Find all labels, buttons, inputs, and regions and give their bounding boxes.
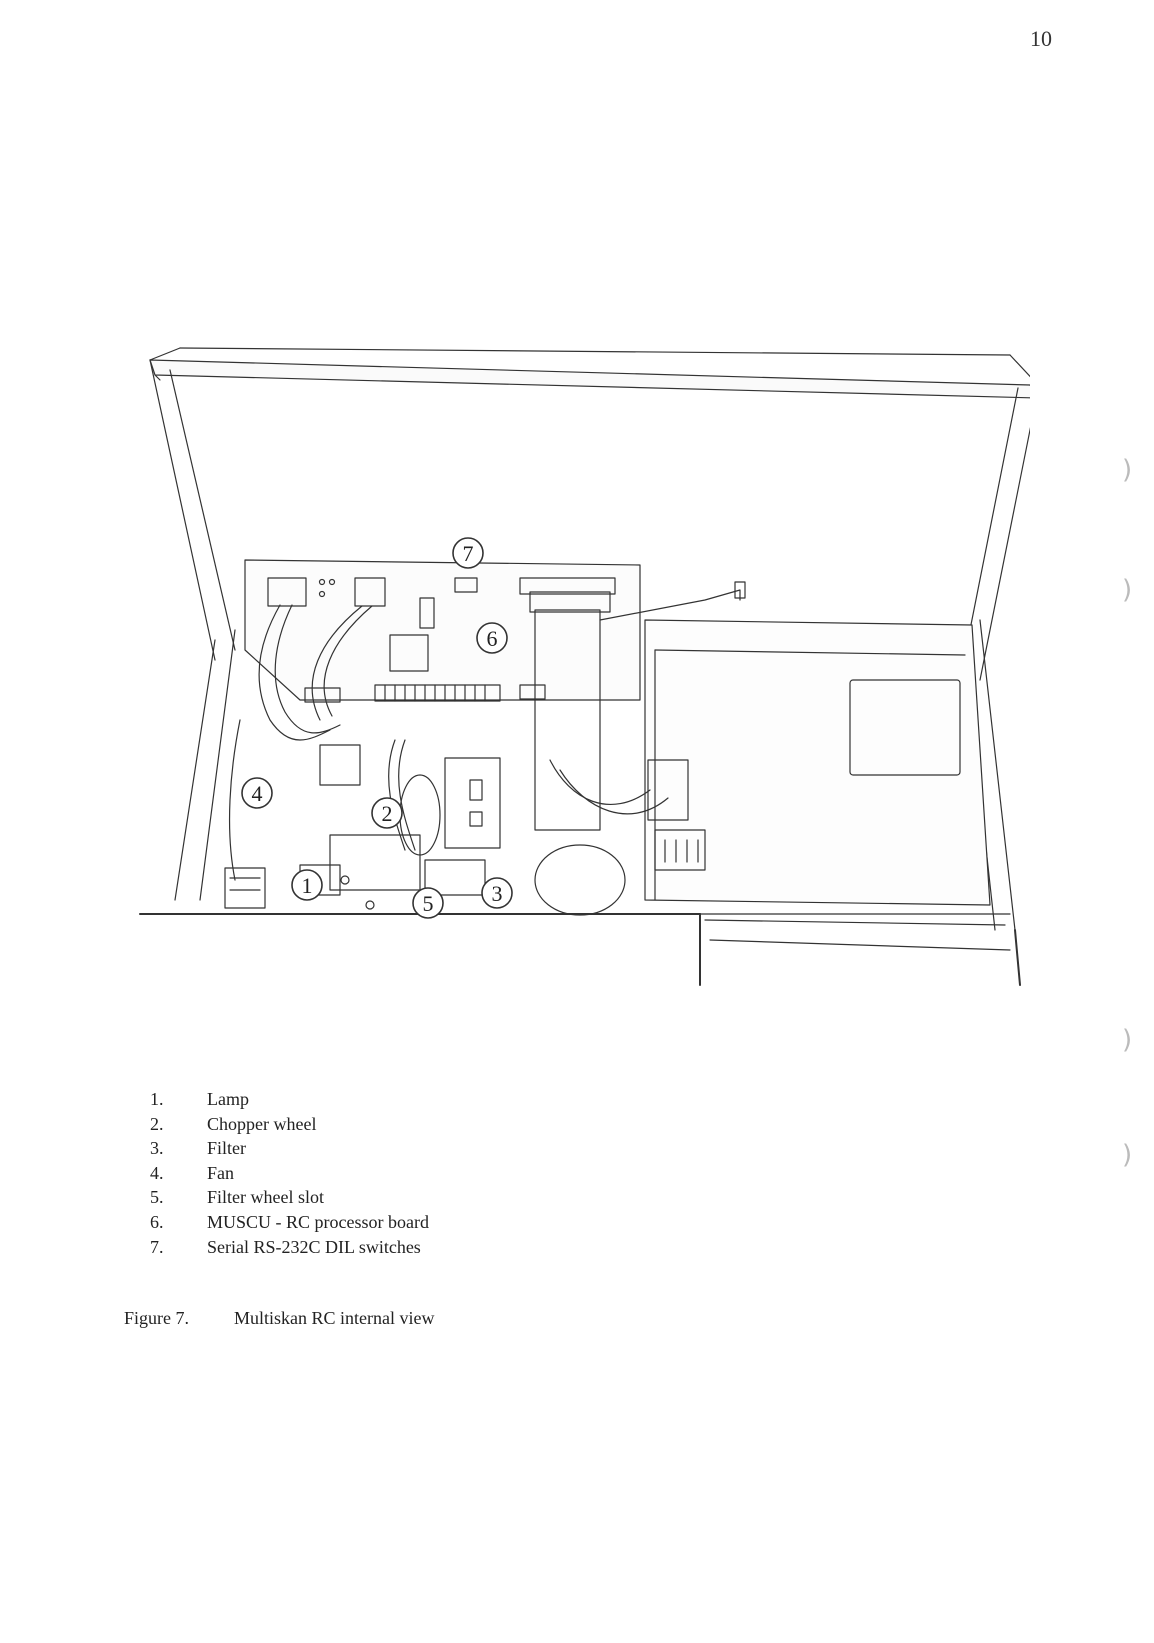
callout-4-label: 4 bbox=[252, 781, 263, 806]
callout-6: 6 bbox=[477, 623, 507, 653]
callout-6-label: 6 bbox=[487, 626, 498, 651]
power-supply-compartment bbox=[645, 620, 990, 905]
legend-item: 5. Filter wheel slot bbox=[150, 1185, 429, 1210]
internal-view-drawing: 1 2 3 4 5 6 7 bbox=[130, 330, 1030, 1020]
legend-item: 4. Fan bbox=[150, 1161, 429, 1186]
callout-7: 7 bbox=[453, 538, 483, 568]
legend-number: 5. bbox=[150, 1185, 207, 1210]
internal-view-figure: 1 2 3 4 5 6 7 bbox=[130, 330, 1030, 1020]
callout-3-label: 3 bbox=[492, 881, 503, 906]
legend-label: Filter wheel slot bbox=[207, 1185, 324, 1210]
processor-board bbox=[245, 560, 640, 830]
legend-item: 7. Serial RS-232C DIL switches bbox=[150, 1235, 429, 1260]
legend-number: 4. bbox=[150, 1161, 207, 1186]
page-number: 10 bbox=[1030, 26, 1052, 52]
legend-label: Chopper wheel bbox=[207, 1112, 316, 1137]
legend-label: Serial RS-232C DIL switches bbox=[207, 1235, 421, 1260]
legend-number: 2. bbox=[150, 1112, 207, 1137]
callout-2-label: 2 bbox=[382, 801, 393, 826]
callout-1-label: 1 bbox=[302, 873, 313, 898]
caption-text: Multiskan RC internal view bbox=[234, 1308, 434, 1329]
margin-binding-mark: ) bbox=[1122, 455, 1132, 485]
callout-4: 4 bbox=[242, 778, 272, 808]
legend-item: 1. Lamp bbox=[150, 1087, 429, 1112]
callout-5-label: 5 bbox=[423, 891, 434, 916]
legend-label: Fan bbox=[207, 1161, 234, 1186]
callout-5: 5 bbox=[413, 888, 443, 918]
legend-number: 7. bbox=[150, 1235, 207, 1260]
figure-caption: Figure 7. Multiskan RC internal view bbox=[124, 1308, 434, 1329]
callout-3: 3 bbox=[482, 878, 512, 908]
margin-binding-mark: ) bbox=[1122, 575, 1132, 605]
caption-label: Figure 7. bbox=[124, 1308, 234, 1329]
legend-item: 6. MUSCU - RC processor board bbox=[150, 1210, 429, 1235]
margin-binding-mark: ) bbox=[1122, 1025, 1132, 1055]
callout-1: 1 bbox=[292, 870, 322, 900]
legend-item: 2. Chopper wheel bbox=[150, 1112, 429, 1137]
figure-legend: 1. Lamp 2. Chopper wheel 3. Filter 4. Fa… bbox=[150, 1087, 429, 1259]
margin-binding-mark: ) bbox=[1122, 1140, 1132, 1170]
legend-number: 3. bbox=[150, 1136, 207, 1161]
callout-7-label: 7 bbox=[463, 541, 474, 566]
legend-label: MUSCU - RC processor board bbox=[207, 1210, 429, 1235]
legend-label: Lamp bbox=[207, 1087, 249, 1112]
legend-number: 6. bbox=[150, 1210, 207, 1235]
callout-2: 2 bbox=[372, 798, 402, 828]
legend-item: 3. Filter bbox=[150, 1136, 429, 1161]
legend-label: Filter bbox=[207, 1136, 246, 1161]
legend-number: 1. bbox=[150, 1087, 207, 1112]
